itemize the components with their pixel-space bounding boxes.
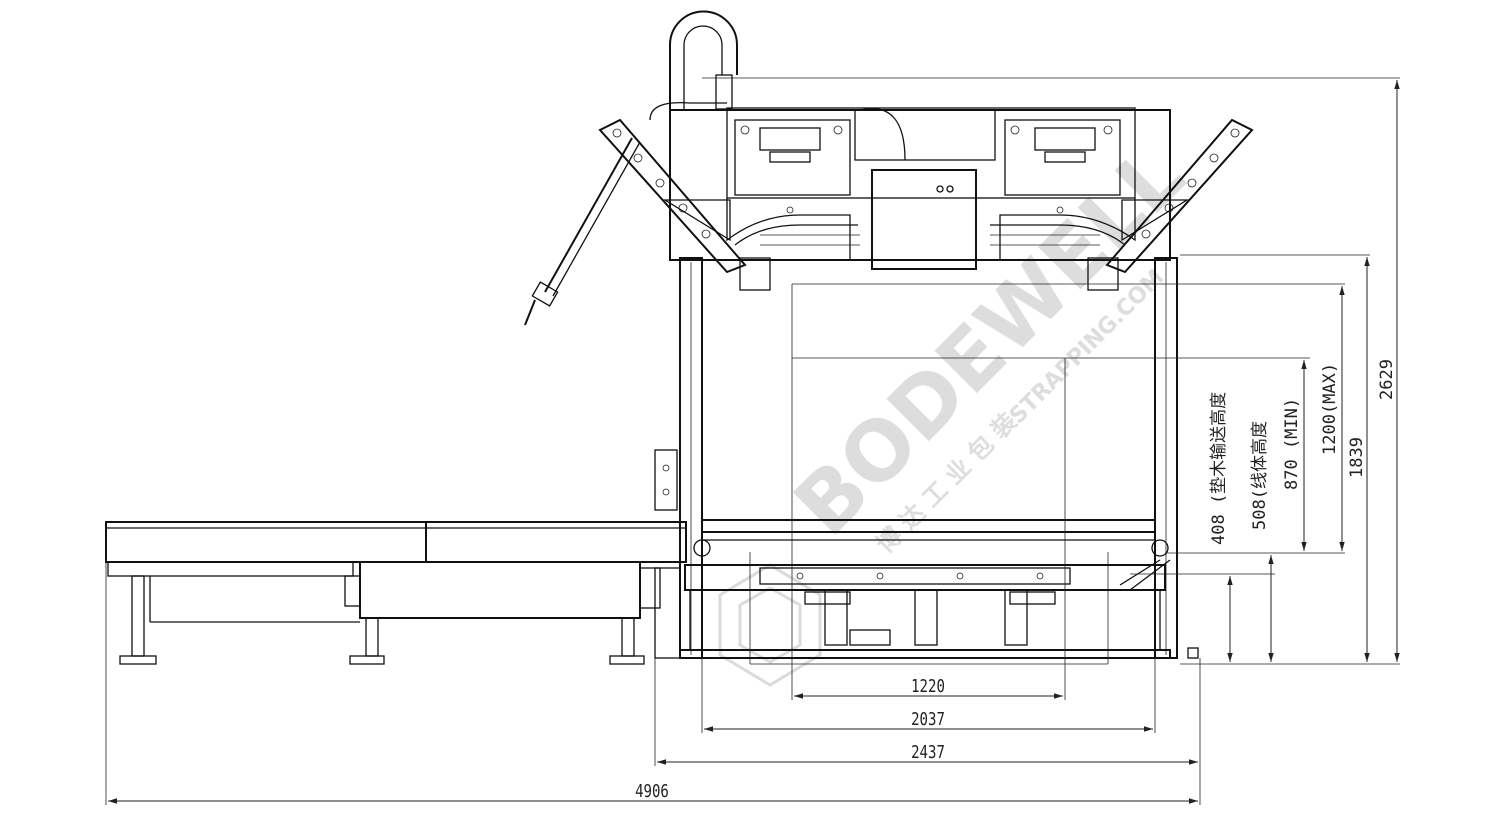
dim-label-2437: 2437: [911, 741, 945, 762]
dim-label-2037: 2037: [911, 708, 945, 729]
watermark-logo-icon: [718, 563, 822, 687]
infeed-conveyor: [105, 521, 687, 665]
dim-label-508: 508(线体高度: [1250, 421, 1270, 530]
dim-label-1839: 1839: [1347, 437, 1367, 478]
strapping-head: [649, 101, 1171, 291]
dimension-labels: 1220 2037 2437 4906 408 (垫木输送高度 508(线体高度…: [635, 359, 1397, 801]
dim-label-408: 408 (垫木输送高度: [1209, 392, 1229, 545]
crank-handle: [524, 137, 641, 326]
left-guide-arm: [598, 118, 747, 274]
top-hook: [669, 10, 738, 110]
right-guide-arm: [1105, 118, 1254, 274]
dim-label-4906: 4906: [635, 780, 669, 801]
dim-label-2629: 2629: [1377, 359, 1397, 400]
control-box: [871, 169, 977, 270]
watermark-brand: BODEWELL: [777, 128, 1203, 554]
dim-label-1200: 1200(MAX): [1320, 363, 1340, 455]
bottom-base: [679, 564, 1199, 659]
dim-label-870: 870 (MIN): [1282, 398, 1302, 490]
dimension-lines: [105, 77, 1400, 805]
dim-label-1220: 1220: [911, 675, 945, 696]
